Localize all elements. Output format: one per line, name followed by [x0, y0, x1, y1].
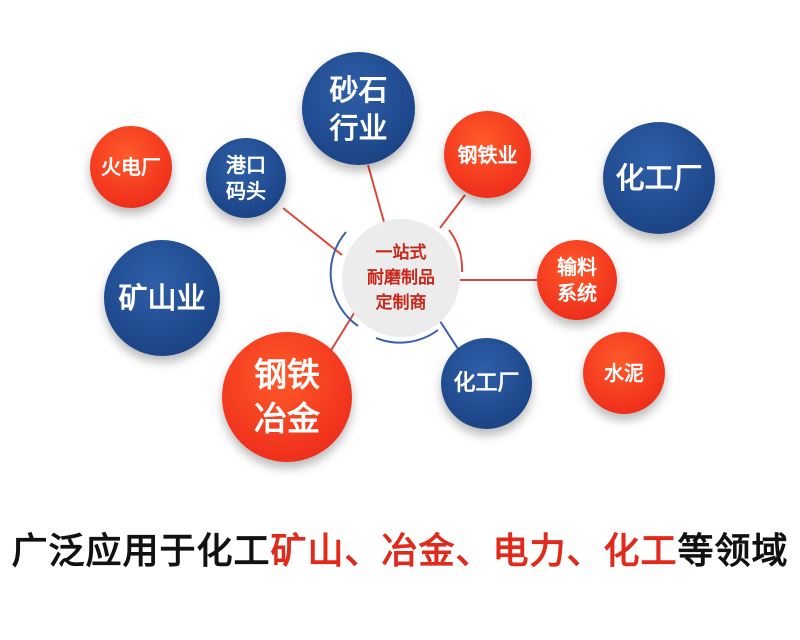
- connector-steel-metallurgy: [329, 309, 357, 353]
- center-arc-bottom: [375, 329, 439, 344]
- footer-prefix: 广泛应用于化工: [11, 531, 271, 572]
- connector-sand: [367, 164, 385, 223]
- node-sand-industry: 砂石 行业: [302, 52, 415, 165]
- node-chemical-plant-large: 化工厂: [603, 122, 715, 234]
- node-cement: 水泥: [583, 332, 665, 414]
- node-conveying-system: 输料 系统: [537, 240, 617, 320]
- node-power-plant: 火电厂: [90, 126, 172, 208]
- node-chemical-plant-small: 化工厂: [441, 338, 532, 429]
- node-steel-industry: 钢铁业: [444, 111, 531, 198]
- connector-port: [282, 207, 343, 256]
- center-arc-left: [329, 231, 359, 327]
- node-mining: 矿山业: [104, 240, 220, 356]
- node-steel-metallurgy: 钢铁 冶金: [222, 332, 352, 462]
- node-port: 港口 码头: [206, 138, 286, 218]
- footer-highlight: 矿山、冶金、电力、化工: [270, 531, 678, 572]
- center-arc-right: [448, 229, 464, 273]
- footer-caption: 广泛应用于化工矿山、冶金、电力、化工等领域: [0, 522, 800, 574]
- connector-steel-industry: [439, 194, 466, 229]
- footer-suffix: 等领域: [677, 531, 789, 572]
- center-hub: 一站式 耐磨制品 定制商: [342, 219, 460, 337]
